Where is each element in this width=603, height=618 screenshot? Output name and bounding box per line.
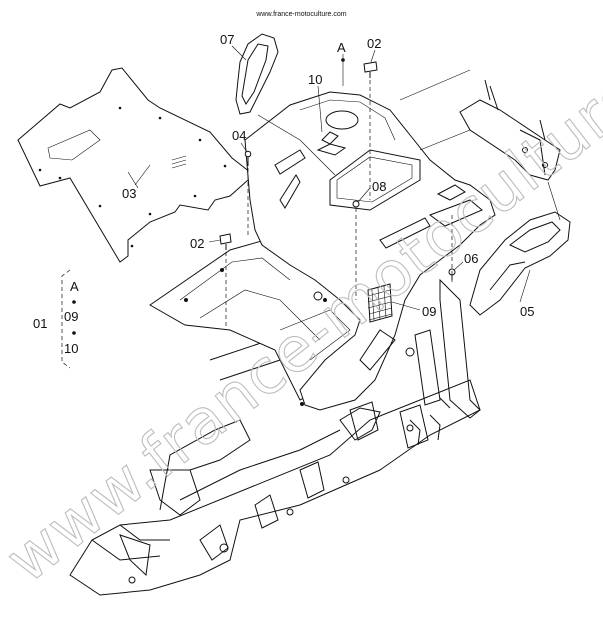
part-rear-bracket bbox=[459, 79, 561, 181]
callout-02-top: 02 bbox=[367, 36, 381, 51]
part-09-decal bbox=[367, 283, 393, 323]
callout-labels: 07 A 02 10 04 08 03 02 06 05 09 bbox=[122, 32, 534, 319]
callout-09: 09 bbox=[422, 304, 436, 319]
callout-02-left: 02 bbox=[190, 236, 204, 251]
kit-item-10: 10 bbox=[64, 341, 78, 356]
bolt-02-left bbox=[219, 233, 232, 250]
screw-04 bbox=[244, 150, 252, 166]
bolt-02-top bbox=[363, 61, 378, 78]
part-07-grip bbox=[235, 33, 279, 115]
callout-06: 06 bbox=[464, 251, 478, 266]
part-03-floor-panel bbox=[17, 67, 256, 263]
chassis-frame bbox=[69, 278, 481, 596]
callout-07: 07 bbox=[220, 32, 234, 47]
callout-04: 04 bbox=[232, 128, 246, 143]
part-fender-body bbox=[244, 91, 496, 411]
screw-08 bbox=[352, 200, 360, 208]
callout-10: 10 bbox=[308, 72, 322, 87]
kit-01-group: 01 A 09 10 bbox=[33, 269, 79, 369]
kit-item-a: A bbox=[70, 279, 79, 294]
callout-05: 05 bbox=[520, 304, 534, 319]
callout-A: A bbox=[337, 40, 346, 55]
leader-lines bbox=[134, 45, 561, 330]
kit-number: 01 bbox=[33, 316, 47, 331]
part-05-right-grip bbox=[469, 211, 571, 316]
watermark-text: www.france-motoculture.com bbox=[0, 0, 603, 597]
callout-03: 03 bbox=[122, 186, 136, 201]
callout-08: 08 bbox=[372, 179, 386, 194]
kit-item-09: 09 bbox=[64, 309, 78, 324]
source-url: www.france-motoculture.com bbox=[256, 11, 347, 18]
